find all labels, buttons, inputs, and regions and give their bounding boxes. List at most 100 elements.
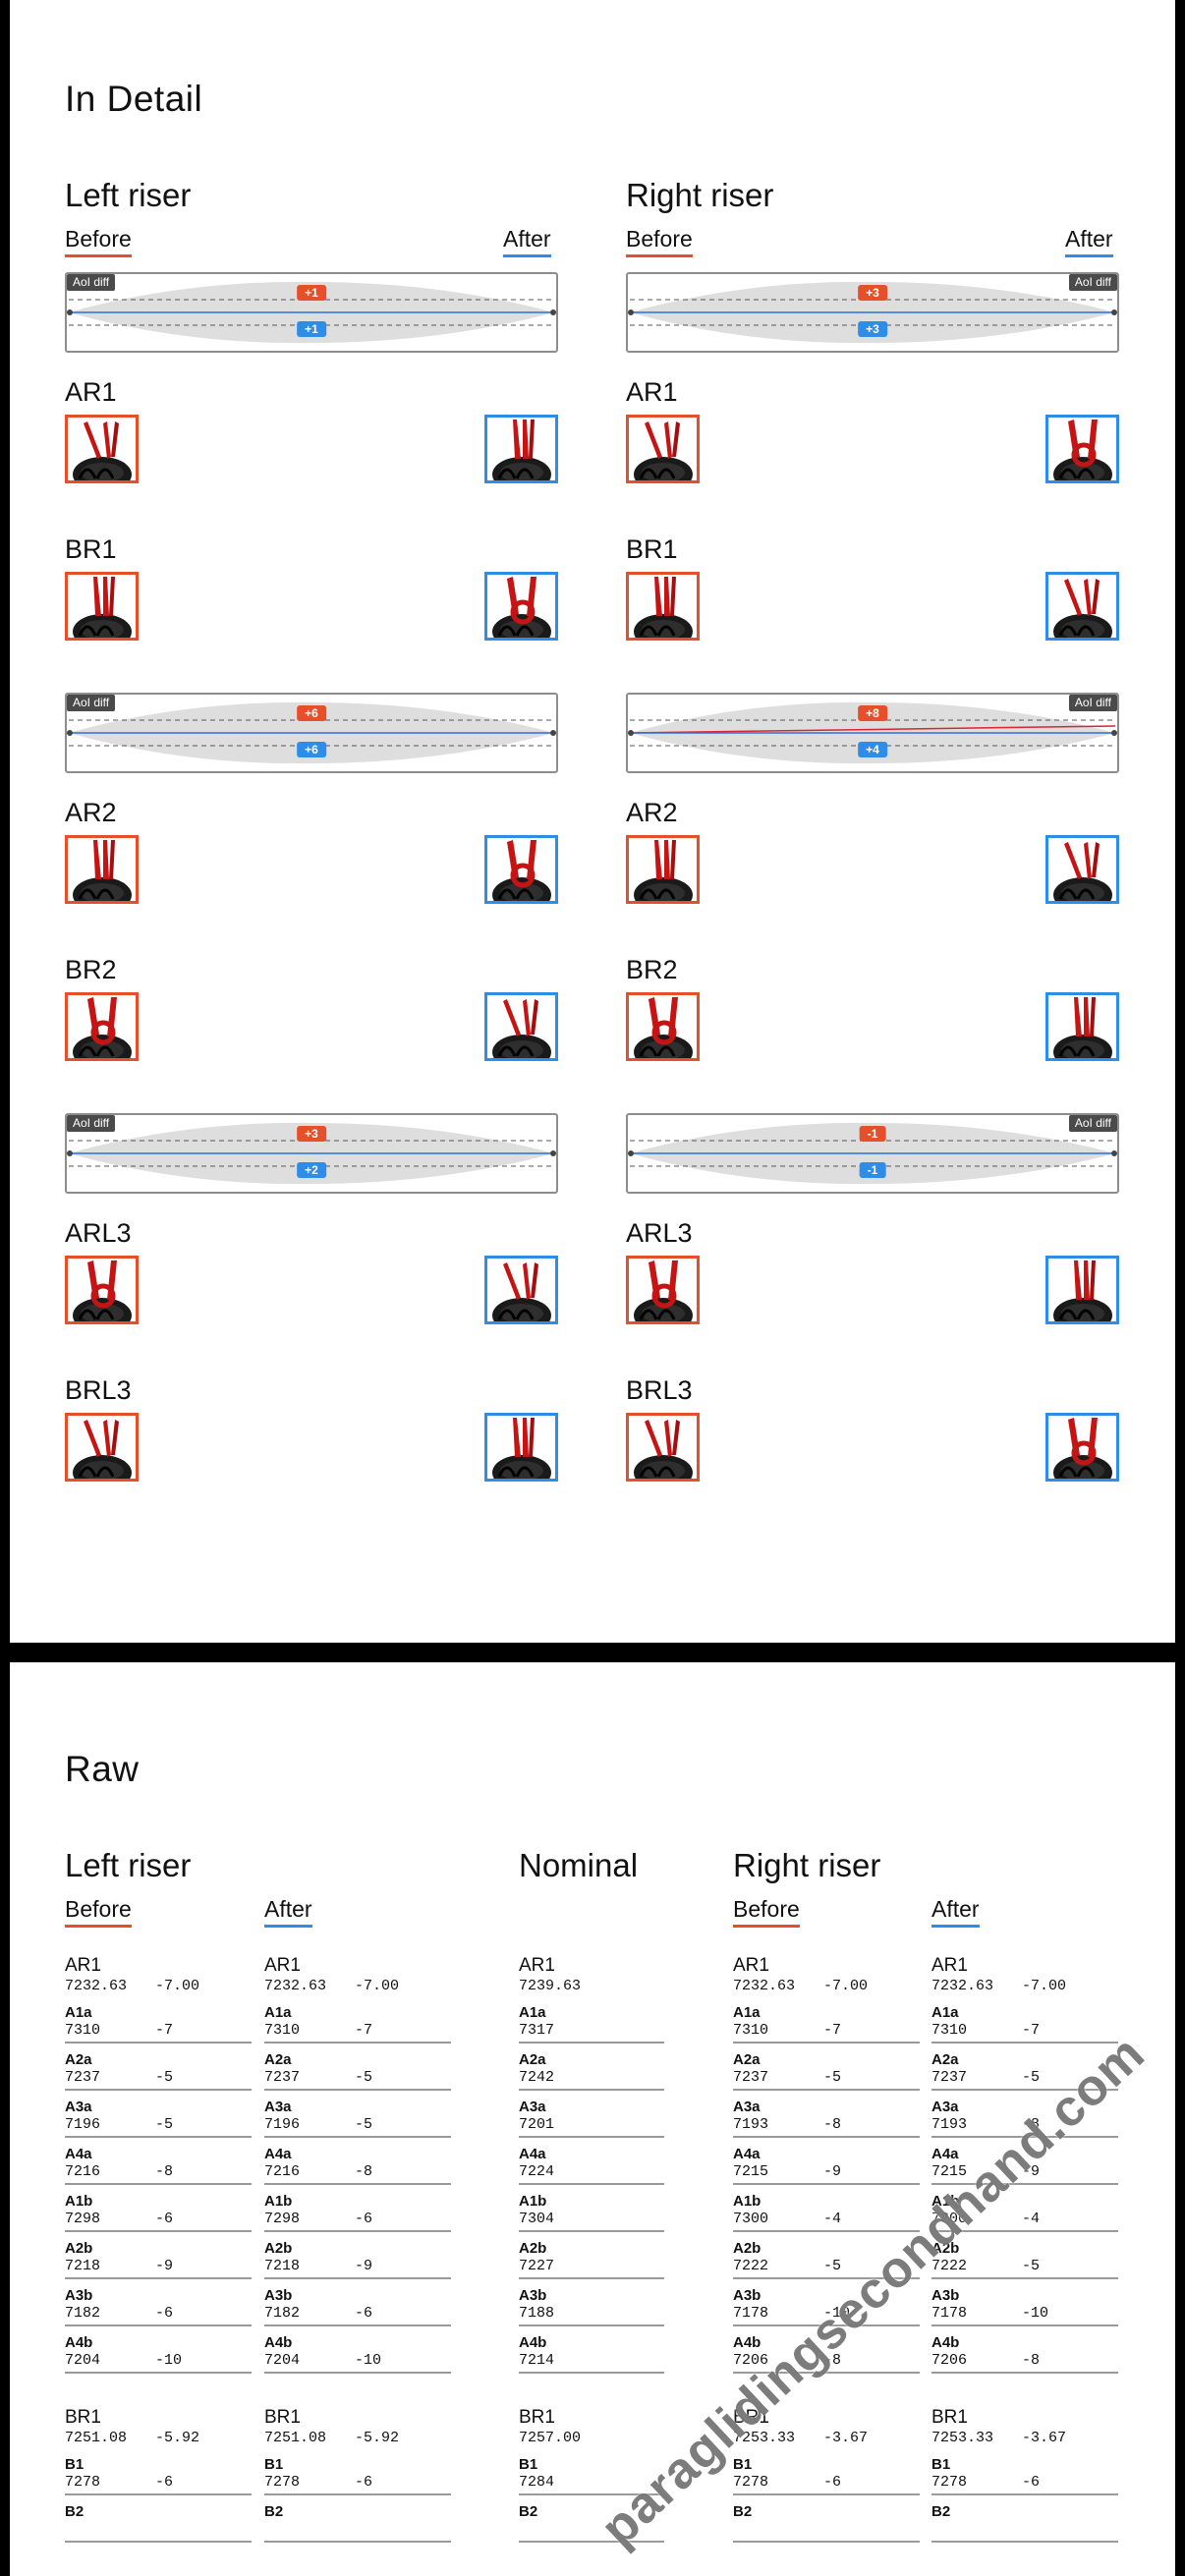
right-aoi-diff-box: AoI diff+8+4 — [626, 693, 1119, 773]
raw-line-label: A3a — [733, 2099, 761, 2115]
after-riser-image[interactable] — [484, 1256, 558, 1324]
raw-line-value: 7278 — [931, 2474, 968, 2491]
left-aoi-diff-box: AoI diff+6+6 — [65, 693, 558, 773]
right-before-tab[interactable]: Before — [626, 226, 693, 257]
before-riser-image[interactable] — [65, 1413, 139, 1482]
left-aoi-diff-box: AoI diff+1+1 — [65, 272, 558, 353]
raw-group-total: 7232.63 — [264, 1978, 327, 1994]
after-riser-image[interactable] — [484, 1413, 558, 1482]
after-riser-image[interactable] — [1045, 992, 1119, 1061]
raw-line-diff: -10 — [823, 2305, 851, 2322]
raw-line-diff: -6 — [155, 2474, 174, 2491]
raw-line-label: B1 — [264, 2456, 284, 2473]
raw-line-label: B2 — [519, 2503, 538, 2520]
raw-line-diff: -5 — [823, 2069, 842, 2086]
after-riser-image[interactable] — [1045, 835, 1119, 904]
left-aoi-diff-box: AoI diff+3+2 — [65, 1113, 558, 1194]
before-riser-image[interactable] — [626, 992, 700, 1061]
raw-group-total: 7232.63 — [65, 1978, 128, 1994]
raw-group-header: AR1 7239.63 — [519, 1955, 664, 1996]
after-riser-image[interactable] — [484, 835, 558, 904]
raw-right-after-tab[interactable]: After — [931, 1896, 980, 1928]
left-after-tab[interactable]: After — [503, 226, 551, 257]
after-riser-image[interactable] — [484, 572, 558, 641]
before-riser-image[interactable] — [626, 415, 700, 483]
raw-line-diff: -8 — [355, 2163, 373, 2180]
aoi-before-badge: -1 — [859, 1126, 886, 1142]
right-after-tab[interactable]: After — [1065, 226, 1113, 257]
raw-line-label: A1a — [733, 2004, 761, 2021]
raw-line-diff: -8 — [1022, 2116, 1041, 2133]
aoi-after-badge: +6 — [297, 742, 326, 757]
raw-line-label: B1 — [931, 2456, 951, 2473]
raw-line-diff: -8 — [1022, 2352, 1041, 2369]
raw-right-before-tab[interactable]: Before — [733, 1896, 800, 1928]
aoi-before-badge: +8 — [858, 705, 887, 721]
raw-line-diff: -5 — [823, 2258, 842, 2274]
raw-line-diff: -9 — [355, 2258, 373, 2274]
raw-group-total: 7257.00 — [519, 2430, 582, 2446]
after-riser-image[interactable] — [1045, 1256, 1119, 1324]
raw-line-diff: -9 — [823, 2163, 842, 2180]
before-riser-image[interactable] — [626, 1413, 700, 1482]
riser-row-label: BRL3 — [626, 1375, 693, 1405]
raw-line-diff: -6 — [823, 2474, 842, 2491]
raw-line-value: 7224 — [519, 2163, 555, 2180]
after-riser-image[interactable] — [1045, 415, 1119, 483]
before-riser-image[interactable] — [626, 572, 700, 641]
raw-line-diff: -10 — [355, 2352, 382, 2369]
before-riser-image[interactable] — [65, 992, 139, 1061]
raw-line-label: A2b — [519, 2240, 547, 2257]
raw-line-value: 7237 — [931, 2069, 968, 2086]
raw-line-value: 7237 — [264, 2069, 301, 2086]
raw-line-value: 7204 — [65, 2352, 101, 2369]
raw-line-label: A3b — [519, 2287, 547, 2304]
raw-left-after-tab[interactable]: After — [264, 1896, 312, 1928]
before-riser-image[interactable] — [65, 835, 139, 904]
raw-group-name: AR1 — [519, 1955, 555, 1976]
right-aoi-diff-box: AoI diff-1-1 — [626, 1113, 1119, 1194]
before-riser-image[interactable] — [626, 1256, 700, 1324]
raw-line-value: 7278 — [65, 2474, 101, 2491]
raw-group-total: 7239.63 — [519, 1978, 582, 1994]
raw-line-label: A2b — [733, 2240, 762, 2257]
raw-line-value: 7178 — [733, 2305, 769, 2322]
raw-line-diff: -6 — [155, 2305, 174, 2322]
riser-row-label: AR2 — [65, 798, 117, 827]
right-riser-heading: Right riser — [626, 177, 774, 213]
raw-left-before-tab[interactable]: Before — [65, 1896, 132, 1928]
after-riser-image[interactable] — [484, 992, 558, 1061]
raw-line-value: 7218 — [65, 2258, 101, 2274]
raw-group-diff: -3.67 — [823, 2430, 869, 2446]
raw-group-diff: -7.00 — [823, 1978, 869, 1994]
raw-group-name: BR1 — [931, 2407, 968, 2428]
raw-line-item: B2 — [519, 2503, 664, 2543]
after-riser-image[interactable] — [1045, 1413, 1119, 1482]
before-riser-image[interactable] — [65, 1256, 139, 1324]
before-riser-image[interactable] — [65, 415, 139, 483]
raw-line-label: A4a — [264, 2146, 292, 2162]
raw-line-diff: -7 — [1022, 2022, 1041, 2039]
raw-line-label: A1a — [65, 2004, 92, 2021]
left-before-tab[interactable]: Before — [65, 226, 132, 257]
raw-line-diff: -7 — [155, 2022, 174, 2039]
before-riser-image[interactable] — [65, 572, 139, 641]
after-riser-image[interactable] — [484, 415, 558, 483]
aoi-diff-label: AoI diff — [67, 695, 116, 711]
raw-line-diff: -9 — [1022, 2163, 1041, 2180]
after-riser-image[interactable] — [1045, 572, 1119, 641]
raw-line-diff: -8 — [823, 2352, 842, 2369]
before-riser-image[interactable] — [626, 835, 700, 904]
